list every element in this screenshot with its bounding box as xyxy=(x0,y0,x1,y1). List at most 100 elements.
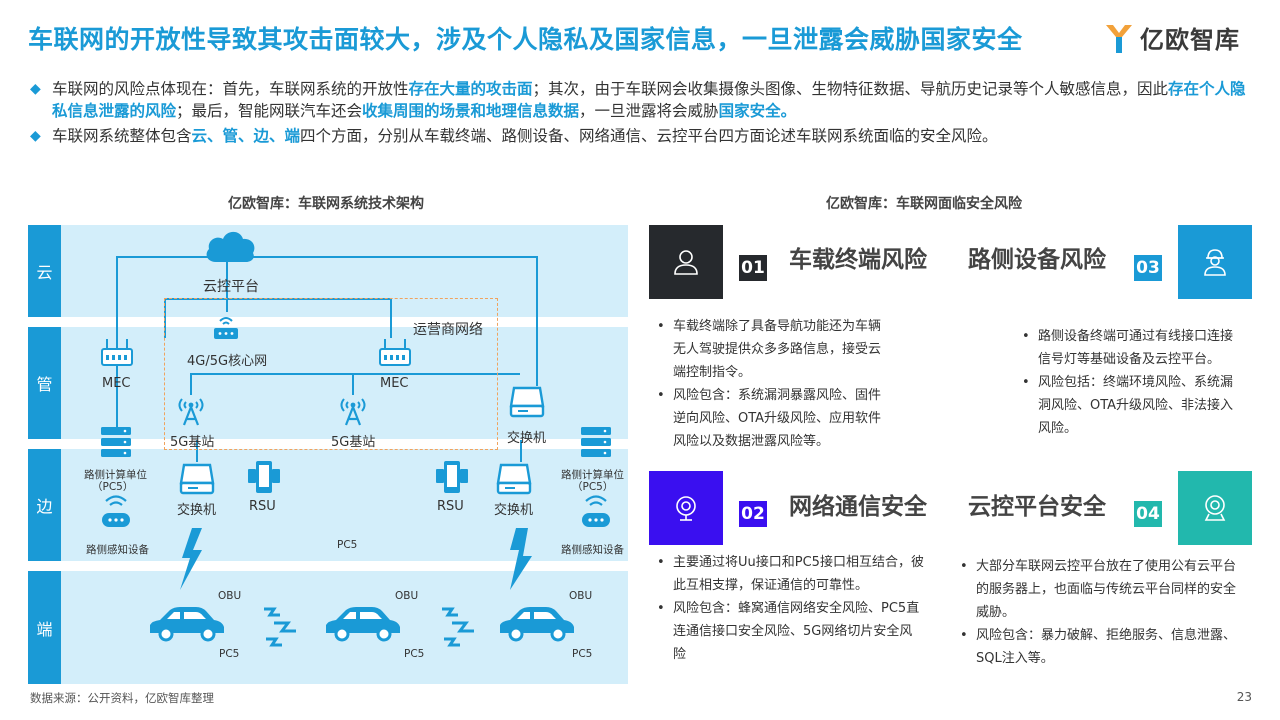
risk-03-title: 路侧设备风险 xyxy=(968,247,1106,273)
list-item: 风险包含：系统漏洞暴露风险、固件逆向风险、OTA升级风险、应用软件风险以及数据泄… xyxy=(655,384,887,453)
line-right-mec xyxy=(390,298,392,338)
label-pc5-paren-right: （PC5） xyxy=(572,481,614,493)
risk-02-number: 02 xyxy=(739,501,767,527)
label-bs-left: 5G基站 xyxy=(170,435,215,450)
list-item: 路侧设备终端可通过有线接口连接信号灯等基础设备及云控平台。 xyxy=(1020,325,1244,371)
risk-subtitle: 亿欧智库：车联网面临安全风险 xyxy=(826,196,1022,212)
lightning-right-icon xyxy=(510,528,532,590)
satellite-dish-icon xyxy=(676,496,696,521)
signal-bolt-1-icon xyxy=(264,607,296,647)
cloud-line xyxy=(116,256,536,258)
webcam-icon xyxy=(1204,495,1226,521)
logo: 亿欧智库 xyxy=(1102,20,1240,55)
switch-edge-right-icon xyxy=(496,463,532,495)
line-left-vertical xyxy=(116,256,118,431)
label-pc5-paren-left: （PC5） xyxy=(92,481,134,493)
rsu-right-icon xyxy=(436,461,468,493)
base-station-right-icon xyxy=(340,398,366,426)
mec-left-icon xyxy=(101,339,133,366)
router-icon xyxy=(214,317,238,339)
label-pc5-term-1: PC5 xyxy=(219,648,240,660)
lightning-left-icon xyxy=(180,528,202,590)
list-item: 车载终端除了具备导航功能还为车辆无人驾驶提供众多多路信息，接受云端控制指令。 xyxy=(655,315,887,384)
label-obu-3: OBU xyxy=(569,590,593,602)
risk-01-title: 车载终端风险 xyxy=(789,247,927,273)
bullet-system-parts: 车联网系统整体包含云、管、边、端四个方面，分别从车载终端、路侧设备、网络通信、云… xyxy=(30,125,1255,147)
label-roadside-sensor-left: 路侧感知设备 xyxy=(86,544,149,556)
risk-02-title: 网络通信安全 xyxy=(789,494,927,520)
user-icon xyxy=(674,250,698,275)
car-2-icon xyxy=(326,607,400,642)
summary-bullets: 车联网的风险点体现在：首先，车联网系统的开放性存在大量的攻击面；其次，由于车联网… xyxy=(30,78,1255,150)
risk-01-list: 车载终端除了具备导航功能还为车辆无人驾驶提供众多多路信息，接受云端控制指令。 风… xyxy=(655,315,887,453)
label-obu-2: OBU xyxy=(395,590,419,602)
line-switch-left xyxy=(196,440,198,462)
roadside-sensor-right-icon xyxy=(582,495,610,527)
architecture-subtitle: 亿欧智库：车联网系统技术架构 xyxy=(228,196,424,212)
risk-03-list: 路侧设备终端可通过有线接口连接信号灯等基础设备及云控平台。 风险包括：终端环境风… xyxy=(1020,325,1244,440)
switch-pipe-icon xyxy=(509,386,545,418)
label-obu-1: OBU xyxy=(218,590,242,602)
label-cloud-platform: 云控平台 xyxy=(203,279,259,295)
roadside-compute-left-icon xyxy=(101,427,131,457)
label-pc5-edge: PC5 xyxy=(337,539,358,551)
risk-01-number: 01 xyxy=(739,255,767,281)
band-label-terminal: 端 xyxy=(28,571,61,684)
risk-01-icon-box xyxy=(649,225,723,299)
line-bs-bus xyxy=(190,373,520,375)
list-item: 主要通过将Uu接口和PC5接口相互结合，彼此互相支撑，保证通信的可靠性。 xyxy=(655,551,925,597)
risk-04-list: 大部分车联网云控平台放在了使用公有云平台的服务器上，也面临与传统云平台同样的安全… xyxy=(958,555,1244,670)
label-switch-pipe: 交换机 xyxy=(507,431,547,446)
band-cloud xyxy=(28,225,628,317)
band-label-cloud: 云 xyxy=(28,225,61,317)
line-right-vertical xyxy=(536,256,538,386)
label-switch-edge-right: 交换机 xyxy=(494,503,534,518)
label-mec-left: MEC xyxy=(102,376,131,391)
line-cloud-core xyxy=(226,262,228,312)
label-roadside-sensor-right: 路侧感知设备 xyxy=(561,544,624,556)
list-item: 风险包括：终端环境风险、系统漏洞风险、OTA升级风险、非法接入风险。 xyxy=(1020,371,1244,440)
base-station-left-icon xyxy=(178,398,204,426)
risk-02-list: 主要通过将Uu接口和PC5接口相互结合，彼此互相支撑，保证通信的可靠性。 风险包… xyxy=(655,551,925,666)
data-source: 数据来源：公开资料，亿欧智库整理 xyxy=(30,691,214,705)
label-pc5-term-3: PC5 xyxy=(572,648,593,660)
logo-text: 亿欧智库 xyxy=(1140,26,1240,54)
operator-network-box xyxy=(164,298,498,450)
label-switch-edge-left: 交换机 xyxy=(177,503,217,518)
risk-04-number: 04 xyxy=(1134,501,1162,527)
band-label-pipe: 管 xyxy=(28,327,61,439)
switch-edge-left-icon xyxy=(179,463,215,495)
page-number: 23 xyxy=(1236,690,1252,704)
cloud-icon xyxy=(206,231,255,262)
list-item: 风险包含：暴力破解、拒绝服务、信息泄露、SQL注入等。 xyxy=(958,624,1244,670)
yiou-logo-icon xyxy=(1106,24,1132,53)
signal-bolt-2-icon xyxy=(442,607,474,647)
risk-04-title: 云控平台安全 xyxy=(968,494,1106,520)
rsu-left-icon xyxy=(248,461,280,493)
list-item: 风险包含：蜂窝通信网络安全风险、PC5直连通信接口安全风险、5G网络切片安全风险 xyxy=(655,597,925,666)
car-3-icon xyxy=(500,607,574,642)
risk-02-icon-box xyxy=(649,471,723,545)
risk-03-number: 03 xyxy=(1134,255,1162,281)
line-bs2 xyxy=(352,373,354,395)
line-switch-right xyxy=(520,440,522,462)
label-mec-right: MEC xyxy=(380,376,409,391)
car-1-icon xyxy=(150,607,224,642)
label-roadside-unit-right: 路侧计算单位 xyxy=(561,469,624,481)
label-rsu-right: RSU xyxy=(437,499,464,514)
mec-right-icon xyxy=(379,339,411,366)
label-core-network: 4G/5G核心网 xyxy=(187,354,268,369)
label-operator-network: 运营商网络 xyxy=(413,322,483,338)
label-pc5-term-2: PC5 xyxy=(404,648,425,660)
bullet-risk-points: 车联网的风险点体现在：首先，车联网系统的开放性存在大量的攻击面；其次，由于车联网… xyxy=(30,78,1255,122)
label-roadside-unit-left: 路侧计算单位 xyxy=(84,469,147,481)
roadside-compute-right-icon xyxy=(581,427,611,457)
line-bs1 xyxy=(190,373,192,395)
page-title: 车联网的开放性导致其攻击面较大，涉及个人隐私及国家信息，一旦泄露会威胁国家安全 xyxy=(28,25,1023,54)
risk-04-icon-box xyxy=(1178,471,1252,545)
list-item: 大部分车联网云控平台放在了使用公有云平台的服务器上，也面临与传统云平台同样的安全… xyxy=(958,555,1244,624)
engineer-icon xyxy=(1204,249,1226,276)
band-label-edge: 边 xyxy=(28,449,61,561)
risk-03-icon-box xyxy=(1178,225,1252,299)
label-rsu-left: RSU xyxy=(249,499,276,514)
